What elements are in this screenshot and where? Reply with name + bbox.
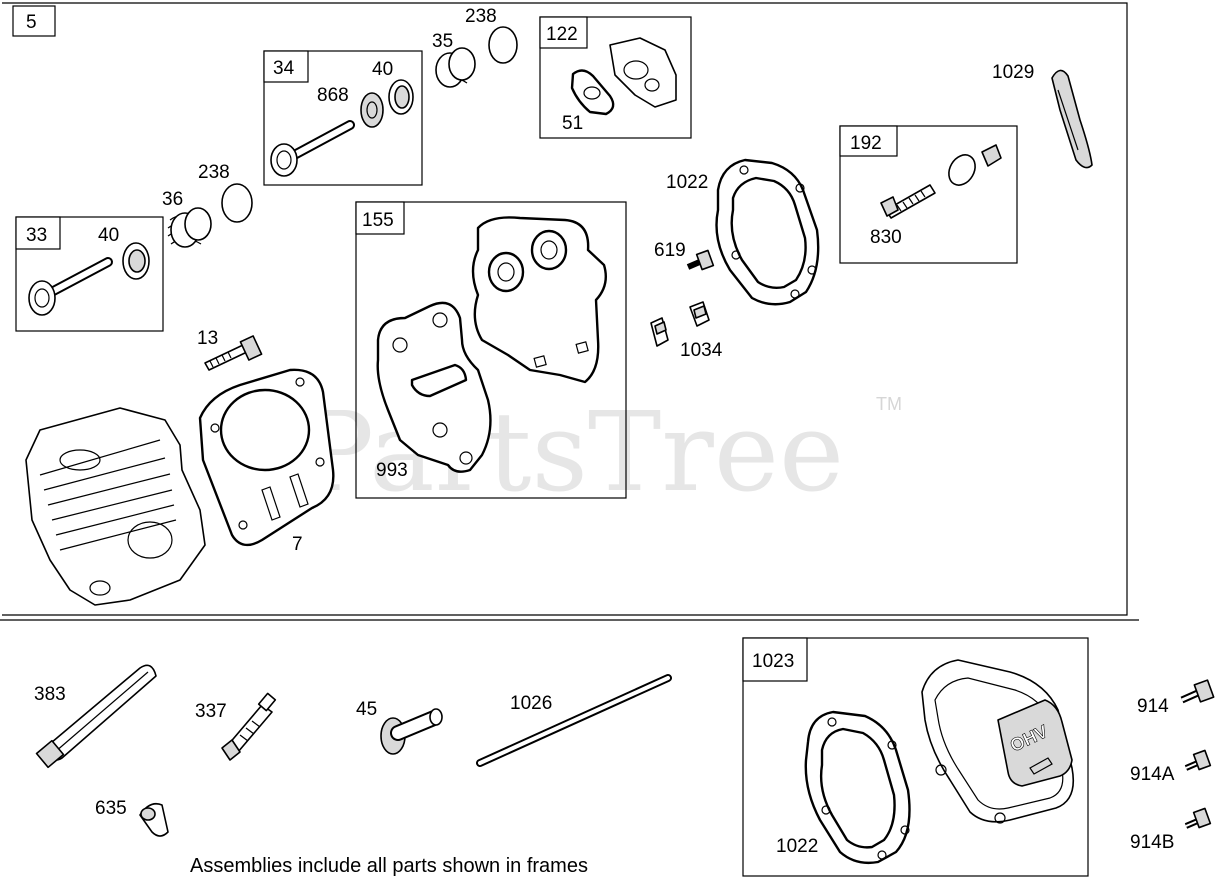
- valve-cap-238-top-part: [488, 26, 518, 64]
- assemblies-caption: Assemblies include all parts shown in fr…: [190, 855, 588, 877]
- label-1026: 1026: [510, 693, 552, 714]
- head-gasket-7-part: [198, 368, 335, 547]
- frame-34: 34: [263, 50, 423, 186]
- label-830: 830: [870, 227, 902, 248]
- frame-1023: 1023: [742, 637, 1089, 877]
- label-40-top: 40: [372, 59, 393, 80]
- label-13: 13: [197, 328, 218, 349]
- watermark-tm: TM: [876, 394, 902, 414]
- valve-retainer-868-part: [360, 92, 384, 128]
- label-337: 337: [195, 701, 227, 722]
- valve-rotator-40-part: [388, 79, 414, 115]
- bolt-13-part: [204, 335, 263, 371]
- valve-rotator-40-lower-part: [122, 242, 150, 280]
- label-635: 635: [95, 798, 127, 819]
- intake-valve-part: [270, 120, 355, 177]
- label-868: 868: [317, 85, 349, 106]
- label-914A: 914A: [1130, 764, 1175, 785]
- label-35: 35: [432, 31, 453, 52]
- cover-plate-155-part: [471, 216, 607, 384]
- bolt-619-part: [686, 249, 715, 271]
- bolt-914B-part: [1184, 807, 1212, 829]
- label-36: 36: [162, 189, 183, 210]
- bolt-914A-part: [1184, 749, 1212, 771]
- exhaust-valve-part: [28, 257, 113, 316]
- valve-guide-45-part: [380, 708, 443, 755]
- push-rod-1026-part: [476, 674, 672, 767]
- label-40-lower: 40: [98, 225, 119, 246]
- gasket-1022-lower-part: [804, 710, 911, 865]
- gasket-993-part: [376, 301, 492, 473]
- frame-155: 155: [355, 201, 627, 499]
- frame-tag-192: 192: [850, 133, 882, 154]
- frame-tag-155: 155: [362, 210, 394, 231]
- label-383: 383: [34, 684, 66, 705]
- watermark-text: PartsTree: [300, 388, 844, 516]
- valve-cap-238-lower-part: [221, 183, 253, 223]
- label-1029: 1029: [992, 62, 1034, 83]
- adjuster-830-part: [880, 144, 1002, 219]
- frame-33: 33: [15, 216, 164, 332]
- valve-spring-35-part: [435, 47, 476, 88]
- cylinder-head-part: [25, 407, 206, 606]
- spark-plug-337-part: [221, 692, 277, 761]
- rocker-arm-1029-part: [1051, 69, 1093, 169]
- frame-tag-5: 5: [26, 12, 37, 33]
- boot-635-part: [139, 802, 169, 837]
- part-383-tool: [35, 664, 157, 769]
- retainer-clip-1034-part: [650, 301, 710, 347]
- intake-adapter-part: [609, 37, 677, 108]
- rocker-cover-part: OHV: [921, 659, 1075, 824]
- label-914: 914: [1137, 696, 1169, 717]
- label-1034: 1034: [680, 340, 723, 361]
- label-45: 45: [356, 699, 377, 720]
- label-914B: 914B: [1130, 832, 1174, 853]
- gasket-51-part: [570, 69, 615, 116]
- frame-192: 192: [839, 125, 1018, 264]
- label-238-top: 238: [465, 6, 497, 27]
- label-7: 7: [292, 534, 303, 555]
- valve-spring-36-part: [167, 207, 212, 248]
- frame-tag-33: 33: [26, 225, 47, 246]
- frame-tag-1023: 1023: [752, 651, 794, 672]
- frame-122: 122: [539, 16, 692, 139]
- gasket-1022-upper-part: [715, 158, 820, 306]
- label-238-lower: 238: [198, 162, 230, 183]
- label-619: 619: [654, 240, 686, 261]
- frame-5: 5: [0, 2, 1139, 621]
- label-1022-upper: 1022: [666, 172, 708, 193]
- frame-tag-122: 122: [546, 24, 578, 45]
- label-993: 993: [376, 460, 408, 481]
- label-51: 51: [562, 113, 583, 134]
- label-1022-lower: 1022: [776, 836, 818, 857]
- bolt-914-part: [1180, 679, 1215, 704]
- frame-tag-34: 34: [273, 58, 295, 79]
